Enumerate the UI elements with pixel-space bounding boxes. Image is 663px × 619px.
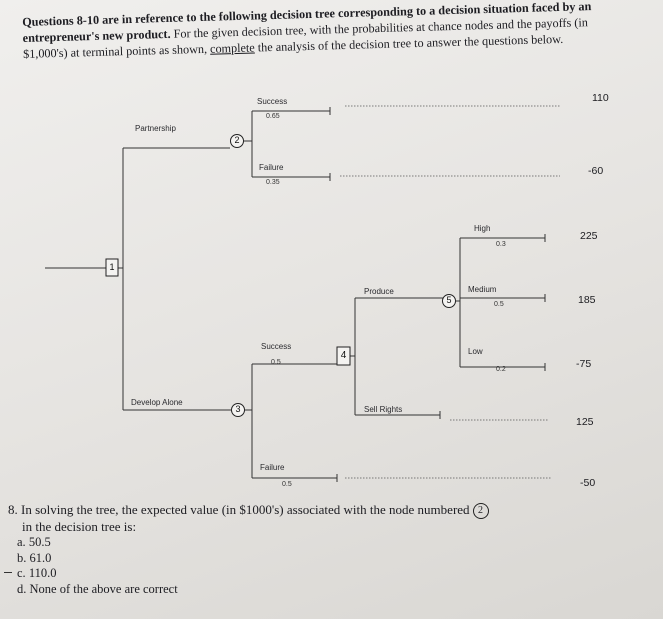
- payoff-high: 225: [580, 230, 598, 242]
- node-3-number: 3: [235, 404, 241, 414]
- failure-top-prob: 0.35: [266, 179, 280, 186]
- success-bottom-label: Success: [261, 342, 292, 351]
- develop-alone-label: Develop Alone: [131, 398, 183, 407]
- node-2-number: 2: [234, 135, 240, 145]
- question-text-continued: in the decision tree is:: [22, 519, 137, 535]
- chance-node-3: [231, 403, 245, 417]
- chance-node-2: [230, 134, 244, 148]
- payoff-failure-alone: -50: [580, 477, 596, 489]
- decision-node-1: [105, 258, 119, 277]
- node-reference-circle: 2: [472, 503, 489, 520]
- node-4-number: 4: [340, 350, 347, 361]
- success-top-prob: 0.65: [266, 113, 280, 120]
- failure-top-label: Failure: [259, 163, 284, 172]
- choice-c[interactable]: c. 110.0: [17, 566, 57, 580]
- failure-bottom-label: Failure: [260, 463, 285, 472]
- low-label: Low: [468, 347, 483, 356]
- choice-b[interactable]: b. 61.0: [17, 550, 52, 565]
- choice-a[interactable]: a. 50.5: [17, 535, 51, 549]
- chance-node-5: [442, 294, 456, 308]
- answer-choices: a. 50.5 b. 61.0 c. 110.0 d. None of the …: [17, 535, 178, 597]
- sell-rights-label: Sell Rights: [364, 405, 403, 414]
- payoff-medium: 185: [578, 294, 596, 306]
- question-8: 8. In solving the tree, the expected val…: [8, 502, 568, 534]
- high-prob: 0.3: [496, 241, 506, 248]
- low-prob: 0.2: [496, 366, 506, 373]
- payoff-low: -75: [576, 358, 592, 370]
- payoff-failure-partnership: -60: [588, 165, 604, 177]
- question-number: 8.: [8, 502, 18, 517]
- medium-label: Medium: [468, 285, 497, 294]
- success-top-label: Success: [257, 97, 288, 106]
- high-label: High: [474, 224, 491, 233]
- answer-mark: [4, 572, 12, 573]
- medium-prob: 0.5: [494, 301, 504, 308]
- decision-node-4: [336, 346, 351, 366]
- choice-d[interactable]: d. None of the above are correct: [17, 581, 178, 596]
- node-1-number: 1: [109, 262, 115, 272]
- node-5-number: 5: [446, 295, 452, 305]
- question-text: In solving the tree, the expected value …: [21, 502, 470, 517]
- partnership-label: Partnership: [135, 124, 176, 133]
- payoff-success-partnership: 110: [592, 92, 609, 104]
- payoff-sell-rights: 125: [576, 416, 594, 428]
- success-bottom-prob: 0.5: [271, 359, 281, 366]
- failure-bottom-prob: 0.5: [282, 481, 292, 488]
- produce-label: Produce: [364, 287, 394, 296]
